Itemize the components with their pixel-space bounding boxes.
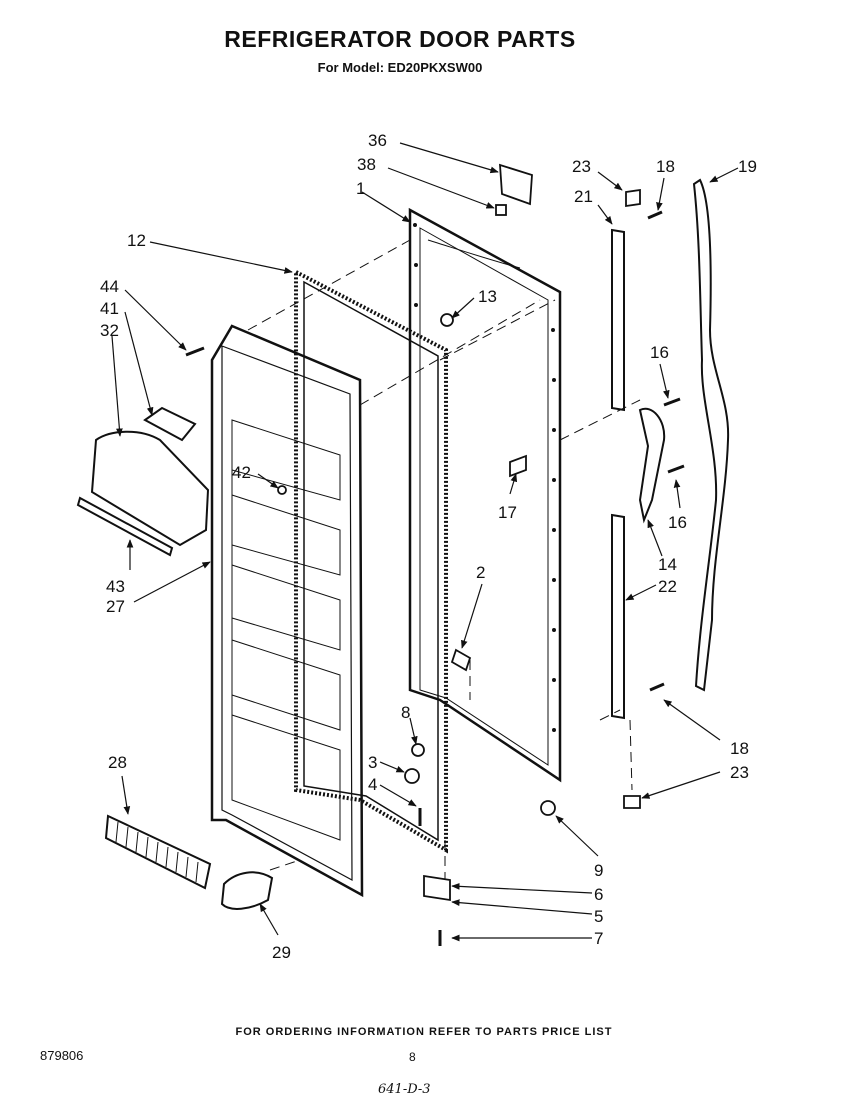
inner-door-liner [210,324,364,898]
small-tray [143,406,197,442]
callout-44: 44 [100,277,119,296]
callout-5: 5 [594,907,603,926]
callout-16-upper: 16 [650,343,669,362]
callout-6: 6 [594,885,603,904]
callout-23-bottom: 23 [730,763,749,782]
callout-23-top: 23 [572,157,591,176]
callout-9: 9 [594,861,603,880]
callout-18-bottom: 18 [730,739,749,758]
callout-32: 32 [100,321,119,340]
hardware-parts [185,163,685,946]
page-title: REFRIGERATOR DOOR PARTS [224,26,576,52]
callout-labels: 36 38 1 12 13 44 41 32 42 43 27 28 29 23… [100,131,757,962]
callout-22: 22 [658,577,677,596]
callout-28: 28 [108,753,127,772]
callout-41: 41 [100,299,119,318]
bracket-cap [220,871,274,910]
callout-17: 17 [498,503,517,522]
callout-8: 8 [401,703,410,722]
alignment-lines [247,239,641,880]
door-shelf-cover [76,430,210,557]
handwritten-note: 641-D-3 [378,1082,431,1097]
door-outer-panel [408,207,562,783]
callout-4: 4 [368,775,377,794]
ordering-note: FOR ORDERING INFORMATION REFER TO PARTS … [235,1026,613,1038]
callout-19: 19 [738,157,757,176]
leader-lines [111,142,739,942]
model-subtitle: For Model: ED20PKXSW00 [317,60,483,75]
callout-36: 36 [368,131,387,150]
callout-27: 27 [106,597,125,616]
callout-2: 2 [476,563,485,582]
callout-18-top: 18 [656,157,675,176]
callout-43: 43 [106,577,125,596]
document-number: 879806 [40,1048,84,1063]
callout-16-lower: 16 [668,513,687,532]
callout-7: 7 [594,929,603,948]
callout-12: 12 [127,231,146,250]
callout-3: 3 [368,753,377,772]
door-gasket [294,268,448,854]
callout-21: 21 [574,187,593,206]
page-number: 8 [409,1050,416,1064]
callout-13: 13 [478,287,497,306]
callout-42: 42 [232,463,251,482]
callout-38: 38 [357,155,376,174]
door-grille [104,814,212,890]
callout-1: 1 [356,179,365,198]
callout-29: 29 [272,943,291,962]
door-strips [611,178,730,720]
callout-14: 14 [658,555,677,574]
